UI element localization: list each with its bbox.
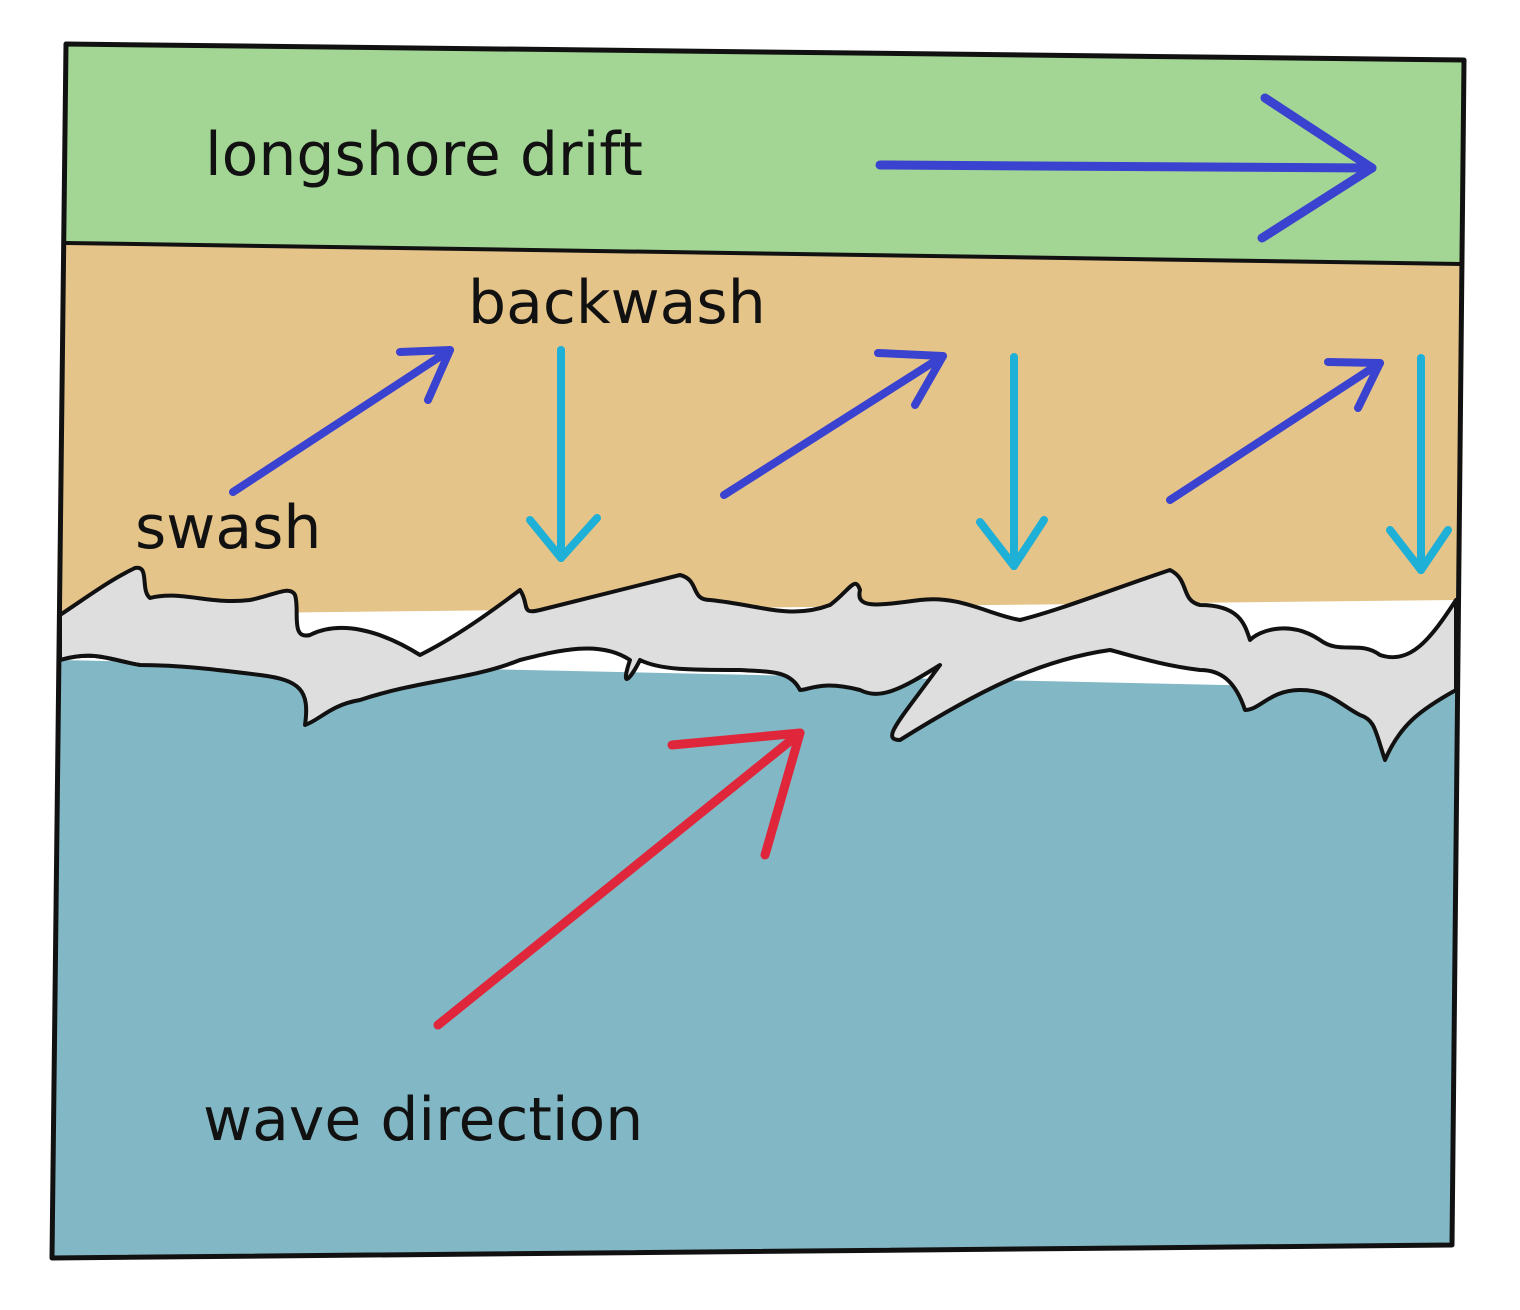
swash-label: swash	[135, 493, 321, 563]
beach-band	[60, 243, 1462, 615]
longshore-drift-label: longshore drift	[205, 120, 643, 190]
foam-band	[58, 565, 1458, 762]
land-boundary-line	[65, 241, 1463, 266]
diagram-frame	[49, 41, 1467, 1261]
swash-arrow	[229, 346, 454, 496]
backwash-arrow	[976, 353, 1048, 570]
wave-direction-label: wave direction	[203, 1085, 643, 1155]
swash-arrow	[720, 349, 947, 499]
backwash-arrow	[526, 346, 601, 562]
sea-area	[52, 660, 1456, 1258]
backwash-label: backwash	[468, 268, 766, 338]
backwash-arrow	[1386, 354, 1452, 574]
wave-direction-arrow	[433, 728, 805, 1030]
land-band	[66, 44, 1464, 264]
longshore-arrow	[875, 93, 1377, 243]
swash-arrow	[1166, 358, 1384, 504]
shoreline-edge	[59, 653, 141, 667]
